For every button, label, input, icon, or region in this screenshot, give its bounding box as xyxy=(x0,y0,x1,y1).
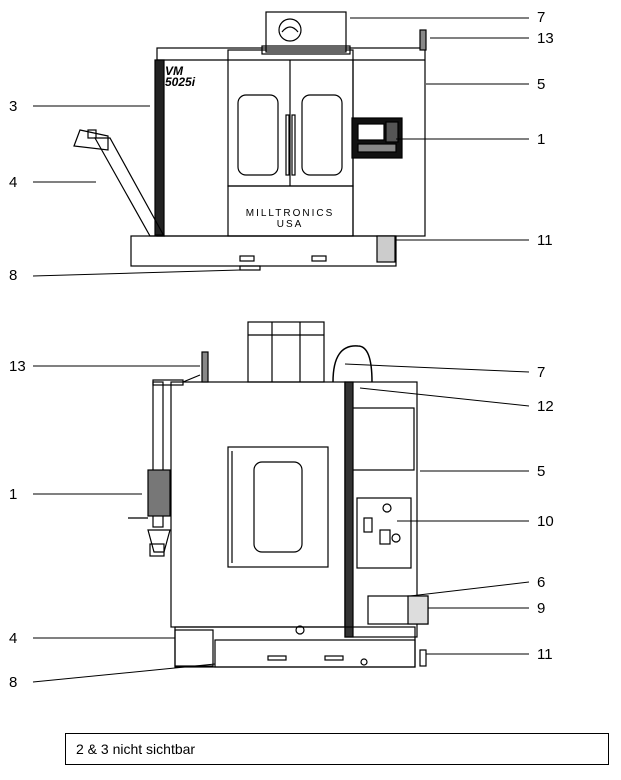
callout-side-10: 10 xyxy=(537,513,554,530)
callout-side-7: 7 xyxy=(537,364,546,381)
caption-text: 2 & 3 nicht sichtbar xyxy=(76,741,196,757)
callout-front-5: 5 xyxy=(537,76,546,93)
callout-side-12: 12 xyxy=(537,398,554,415)
callout-front-3: 3 xyxy=(9,98,18,115)
model-badge: VM 5025i xyxy=(165,64,196,89)
callout-front-8: 8 xyxy=(9,267,18,284)
front-view-drawing xyxy=(73,11,427,271)
callout-side-4: 4 xyxy=(9,630,18,647)
callout-side-9: 9 xyxy=(537,600,546,617)
callout-side-6: 6 xyxy=(537,574,546,591)
callout-front-7: 7 xyxy=(537,9,546,26)
leader-lines xyxy=(32,17,530,683)
callout-front-4: 4 xyxy=(9,174,18,191)
callout-side-5: 5 xyxy=(537,463,546,480)
side-view-drawing xyxy=(128,321,429,668)
callout-front-1: 1 xyxy=(537,131,546,148)
callout-front-11: 11 xyxy=(537,232,553,249)
callout-side-8: 8 xyxy=(9,674,18,691)
caption-box: 2 & 3 nicht sichtbar xyxy=(65,733,609,765)
callout-side-11: 11 xyxy=(537,646,553,663)
brand-logo: MILLTRONICS USA xyxy=(245,208,335,230)
callout-side-13: 13 xyxy=(9,358,26,375)
callout-front-13: 13 xyxy=(537,30,554,47)
callout-side-1: 1 xyxy=(9,486,18,503)
